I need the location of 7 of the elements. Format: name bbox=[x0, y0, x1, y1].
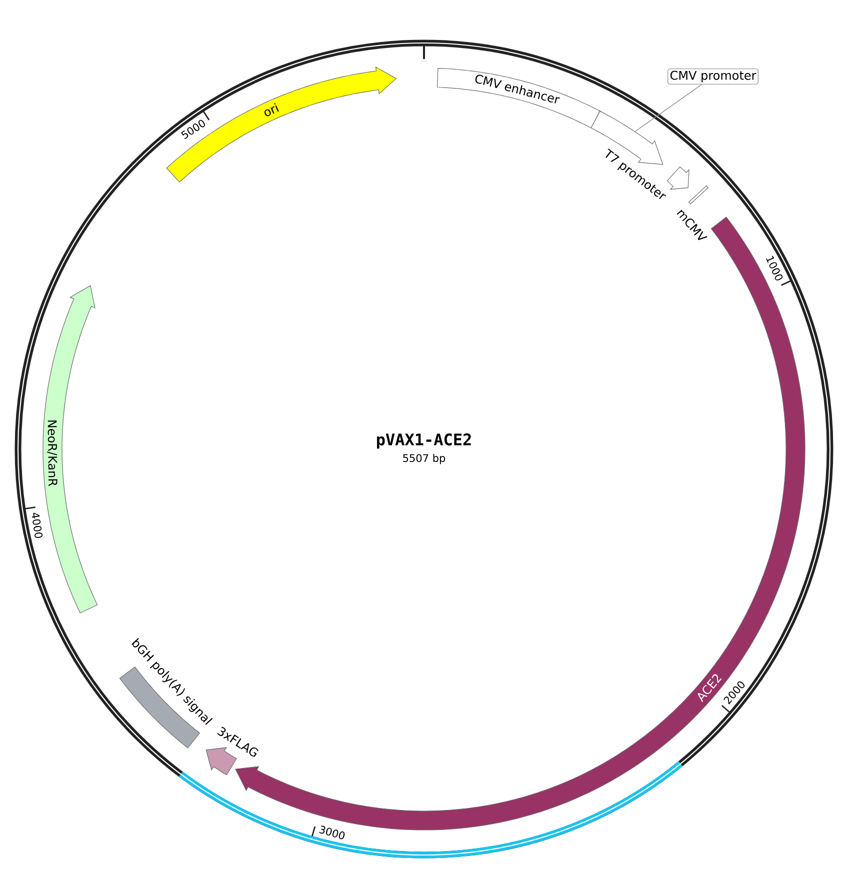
plasmid-name: pVAX1-ACE2 bbox=[377, 433, 471, 449]
feature-arc: NeoR/KanR bbox=[42, 285, 98, 614]
size-label: 5507 bp bbox=[403, 454, 446, 464]
leader-line bbox=[634, 84, 702, 132]
tick-label: 1000 bbox=[766, 256, 783, 280]
feature-arc: CMV enhancer bbox=[436, 68, 600, 128]
callout-box: CMV promoter bbox=[667, 68, 759, 85]
